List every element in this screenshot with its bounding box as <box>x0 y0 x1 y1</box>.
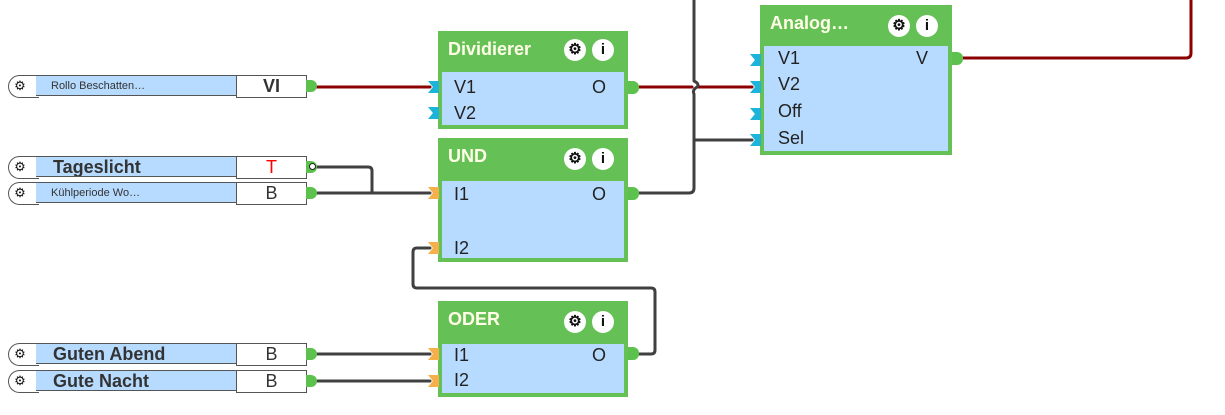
info-icon[interactable]: i <box>916 15 938 37</box>
port-label: V2 <box>778 74 801 94</box>
block-title: Dividierer <box>448 39 532 59</box>
wire-tageslicht-to-und-i1[interactable] <box>315 165 374 195</box>
port-label: I1 <box>454 345 470 365</box>
input-cap <box>8 75 39 98</box>
port-label: I2 <box>454 370 470 390</box>
output-port[interactable] <box>306 187 317 199</box>
block-title: ODER <box>448 309 501 329</box>
block-body: I1 I2 O <box>442 181 624 258</box>
port-label: V2 <box>454 103 477 123</box>
output-port[interactable] <box>952 52 963 65</box>
output-port[interactable] <box>306 348 317 360</box>
input-label: Rollo Beschatten… <box>36 75 236 96</box>
input-type: B <box>236 370 307 393</box>
input-port-i1[interactable] <box>428 348 439 360</box>
gear-icon[interactable]: ⚙ <box>14 185 26 200</box>
wire-oder-to-und-i2[interactable] <box>411 246 657 356</box>
info-icon[interactable]: i <box>592 148 614 170</box>
input-port-i2[interactable] <box>428 375 439 387</box>
input-port-v1[interactable] <box>750 54 761 66</box>
port-label: I2 <box>454 238 470 258</box>
block-oder[interactable]: ODER ⚙ i I1 I2 O <box>438 301 628 397</box>
block-dividierer[interactable]: Dividierer ⚙ i V1 V2 O <box>438 31 628 129</box>
block-analog[interactable]: Analog… ⚙ i V1 V2 Off Sel V <box>760 5 952 155</box>
wire-analog-output[interactable] <box>961 0 1193 60</box>
input-port-off[interactable] <box>750 108 761 120</box>
input-type: B <box>236 343 307 366</box>
gear-icon[interactable]: ⚙ <box>14 346 26 361</box>
gear-icon[interactable]: ⚙ <box>564 39 586 61</box>
input-port-v1[interactable] <box>428 81 439 93</box>
input-port-sel[interactable] <box>750 134 761 146</box>
gear-icon[interactable]: ⚙ <box>14 159 26 174</box>
input-port-i2[interactable] <box>428 242 439 254</box>
gear-icon[interactable]: ⚙ <box>888 15 910 37</box>
input-type: T <box>236 156 307 179</box>
gear-icon[interactable]: ⚙ <box>564 311 586 333</box>
input-port-v2[interactable] <box>750 81 761 93</box>
block-title: Analog… <box>770 13 849 33</box>
output-label: O <box>591 184 606 204</box>
port-label: I1 <box>454 184 470 204</box>
block-title: UND <box>448 146 487 166</box>
gear-icon[interactable]: ⚙ <box>564 148 586 170</box>
output-label: O <box>591 345 606 365</box>
wire-und-to-analog-sel[interactable] <box>637 0 700 195</box>
info-icon[interactable]: i <box>592 311 614 333</box>
output-port[interactable] <box>628 81 639 94</box>
output-port[interactable] <box>306 80 317 92</box>
input-cap <box>8 156 39 179</box>
block-body: I1 I2 O <box>442 344 624 393</box>
output-label: O <box>591 77 606 97</box>
invert-marker-icon <box>309 163 316 170</box>
input-port-i1[interactable] <box>428 187 439 199</box>
input-cap <box>8 343 39 366</box>
port-label: V1 <box>778 48 801 68</box>
info-icon[interactable]: i <box>592 39 614 61</box>
input-port-v2[interactable] <box>428 107 439 119</box>
input-label: Gute Nacht <box>36 370 236 391</box>
input-cap <box>8 182 39 205</box>
output-port[interactable] <box>628 187 639 200</box>
input-label: Tageslicht <box>36 156 236 177</box>
output-port[interactable] <box>628 347 639 360</box>
gear-icon[interactable]: ⚙ <box>14 78 26 93</box>
input-label: Kühlperiode Wo… <box>36 182 236 203</box>
gear-icon[interactable]: ⚙ <box>14 373 26 388</box>
block-und[interactable]: UND ⚙ i I1 I2 O <box>438 138 628 262</box>
input-cap <box>8 370 39 393</box>
input-type: VI <box>236 75 307 98</box>
block-body: V1 V2 Off Sel V <box>764 46 948 151</box>
port-label: Sel <box>778 128 805 148</box>
input-type: B <box>236 182 307 205</box>
port-label: Off <box>778 101 802 121</box>
block-body: V1 V2 O <box>442 72 624 125</box>
port-label: V1 <box>454 77 477 97</box>
output-port[interactable] <box>306 375 317 387</box>
output-label: V <box>915 48 928 68</box>
input-label: Guten Abend <box>36 343 236 364</box>
